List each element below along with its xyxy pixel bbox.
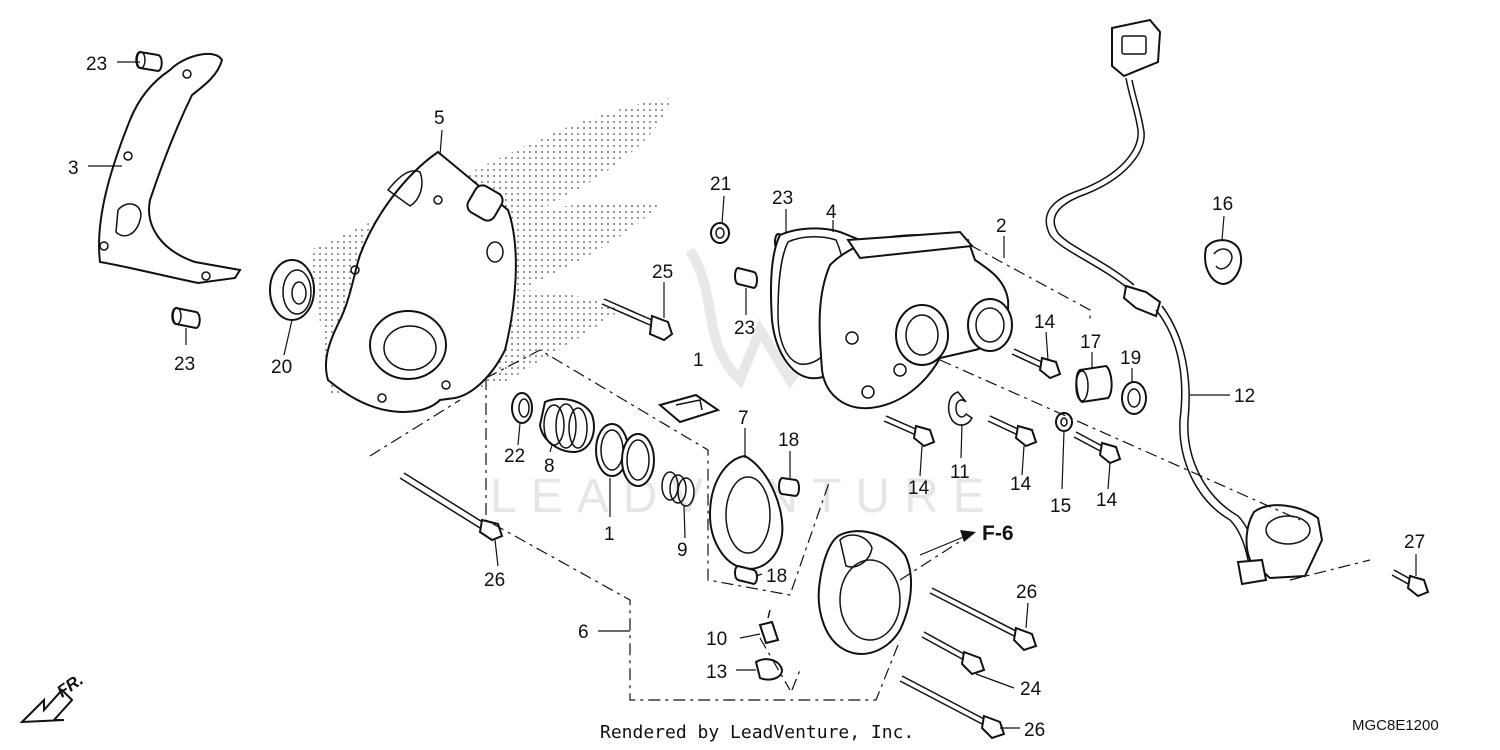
- label-17: 17: [1080, 332, 1101, 353]
- label-8: 8: [544, 456, 555, 477]
- label-23: 23: [734, 318, 755, 339]
- part-14-bolt-d: [1073, 431, 1122, 465]
- label-3: 3: [68, 158, 79, 179]
- section-reference: F-6: [919, 522, 1014, 556]
- part-18-pin-lower: [734, 564, 758, 586]
- part-20-oil-seal: [269, 259, 315, 321]
- part-10-bleeder-valve: [758, 609, 780, 645]
- label-4: 4: [826, 202, 837, 223]
- part-9-spring: [661, 471, 695, 507]
- part-14-bolt-a: [1011, 348, 1062, 380]
- part-25-bolt: [601, 298, 674, 342]
- diagram-code: MGC8E1200: [1352, 717, 1439, 734]
- label-9: 9: [677, 540, 688, 561]
- label-14: 14: [908, 478, 930, 499]
- part-27-bolt: [1391, 569, 1430, 598]
- part-26-bolt-right-lower: [899, 675, 1006, 740]
- label-12: 12: [1234, 386, 1255, 407]
- part-19-oil-seal: [1121, 381, 1147, 415]
- part-24-bolt: [921, 631, 986, 676]
- label-19: 19: [1120, 348, 1141, 369]
- label-23: 23: [772, 188, 793, 209]
- front-direction-indicator: FR.: [19, 670, 87, 724]
- part-17-needle-bearing: [1075, 364, 1113, 404]
- label-26: 26: [1024, 720, 1045, 741]
- part-22-seal-ring: [511, 392, 533, 424]
- label-1: 1: [693, 350, 704, 371]
- label-23: 23: [86, 54, 107, 75]
- part-14-bolt-c: [987, 415, 1038, 448]
- part-16-clamp: [1204, 239, 1242, 286]
- label-7: 7: [738, 408, 749, 429]
- label-2: 2: [996, 216, 1007, 237]
- part-8-piston: [538, 397, 595, 454]
- label-14: 14: [1034, 312, 1056, 333]
- part-26-bolt-left: [399, 472, 504, 542]
- part-14-bolt-b: [883, 415, 936, 448]
- part-6-slave-cylinder: [817, 530, 912, 655]
- label-14: 14: [1096, 490, 1118, 511]
- label-20: 20: [271, 357, 292, 378]
- part-23-dowel-pin-mid-lower: [734, 266, 758, 290]
- assembly-lines: [369, 244, 1371, 701]
- part-3-bracket-gasket: [98, 52, 242, 285]
- label-14: 14: [1010, 474, 1032, 495]
- leader-lines: [88, 61, 1417, 729]
- section-ref-label: F-6: [982, 522, 1014, 545]
- label-13: 13: [706, 662, 727, 683]
- label-11: 11: [950, 462, 970, 483]
- part-number-labels: 23 3 23 20 5 22 8 1 1 9 26 6 7 18 18 10 …: [68, 54, 1425, 741]
- label-5: 5: [434, 108, 445, 129]
- part-5-left-cover: [324, 150, 517, 413]
- footer-credit: Rendered by LeadVenture, Inc.: [600, 722, 914, 743]
- part-11-clip: [947, 391, 973, 426]
- label-26: 26: [1016, 582, 1037, 603]
- part-1-label-plate: [657, 393, 721, 424]
- part-12-sensor-harness: [1045, 18, 1324, 586]
- label-10: 10: [706, 629, 727, 650]
- part-2-main-housing: [818, 230, 1013, 410]
- label-6: 6: [578, 622, 589, 643]
- part-23-dowel-pin-top: [135, 50, 163, 73]
- label-25: 25: [652, 262, 673, 283]
- label-22: 22: [504, 446, 525, 467]
- label-15: 15: [1050, 496, 1071, 517]
- part-1-seal-rings: [595, 423, 655, 487]
- part-7-gasket: [708, 454, 784, 570]
- part-18-pin-upper: [778, 476, 800, 498]
- part-26-bolt-right-upper: [929, 587, 1038, 652]
- label-26: 26: [484, 570, 505, 591]
- label-23: 23: [174, 354, 195, 375]
- part-23-dowel-pin-bottom: [171, 306, 201, 330]
- label-1: 1: [604, 524, 615, 545]
- label-27: 27: [1404, 532, 1425, 553]
- part-21-washer: [710, 222, 730, 244]
- label-18: 18: [778, 430, 799, 451]
- label-24: 24: [1020, 679, 1042, 700]
- label-16: 16: [1212, 194, 1233, 215]
- label-18: 18: [766, 566, 787, 587]
- label-21: 21: [710, 174, 731, 195]
